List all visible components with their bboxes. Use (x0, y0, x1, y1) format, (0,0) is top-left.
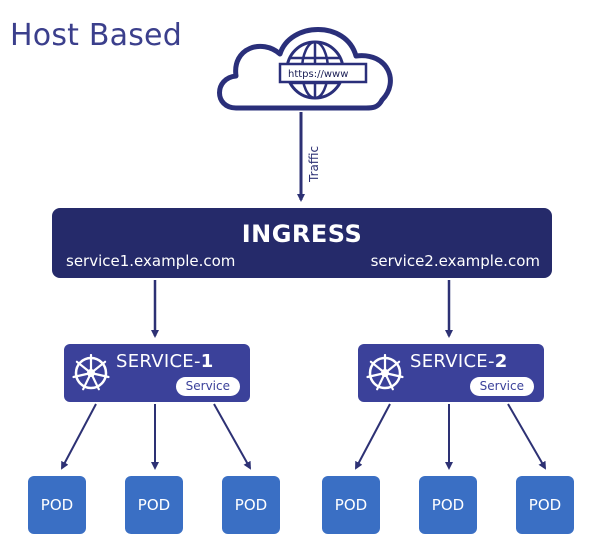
pod-2: POD (125, 476, 183, 534)
service1-to-pod3-arrow (213, 403, 251, 470)
diagram-title: Host Based (10, 18, 182, 53)
service-2-box: SERVICE-2 Service (358, 344, 544, 402)
service-1-name: SERVICE-1 (116, 351, 214, 372)
pod-6: POD (516, 476, 574, 534)
service1-to-pod1-arrow (61, 403, 97, 470)
host-service2: service2.example.com (370, 252, 540, 270)
url-bar: https://www (278, 62, 368, 84)
traffic-label: Traffic (307, 146, 321, 183)
pod-4: POD (322, 476, 380, 534)
pod-5: POD (419, 476, 477, 534)
service2-to-pod6-arrow (507, 403, 547, 470)
pod-1: POD (28, 476, 86, 534)
host-service1: service1.example.com (66, 252, 236, 270)
service-2-badge: Service (469, 377, 534, 396)
pod-3: POD (222, 476, 280, 534)
ingress-title: INGRESS (241, 220, 363, 248)
service2-to-pod4-arrow (355, 403, 391, 470)
service-1-badge: Service (175, 377, 240, 396)
kubernetes-wheel-icon (72, 354, 110, 391)
kubernetes-wheel-icon (366, 354, 404, 391)
ingress-box: INGRESS service1.example.com service2.ex… (52, 208, 552, 278)
service-1-box: SERVICE-1 Service (64, 344, 250, 402)
url-label: https://www (288, 69, 348, 80)
service-2-name: SERVICE-2 (410, 351, 508, 372)
